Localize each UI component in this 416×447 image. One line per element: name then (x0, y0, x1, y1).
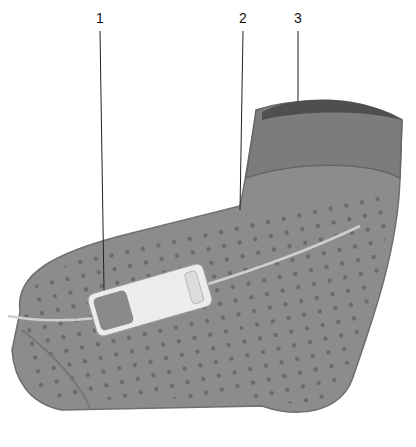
callout-number: 1 (96, 10, 104, 26)
heating-dots (20, 186, 392, 403)
callout-number: 3 (294, 10, 302, 26)
cable (205, 226, 360, 285)
cable (8, 316, 96, 320)
leader-line (100, 31, 104, 290)
callout-number: 2 (239, 10, 247, 26)
seam (22, 330, 90, 408)
leader-line (240, 31, 243, 210)
warmer-body (12, 101, 402, 412)
cuff-opening (262, 100, 400, 120)
controller (86, 262, 213, 337)
leader-line (298, 31, 299, 102)
